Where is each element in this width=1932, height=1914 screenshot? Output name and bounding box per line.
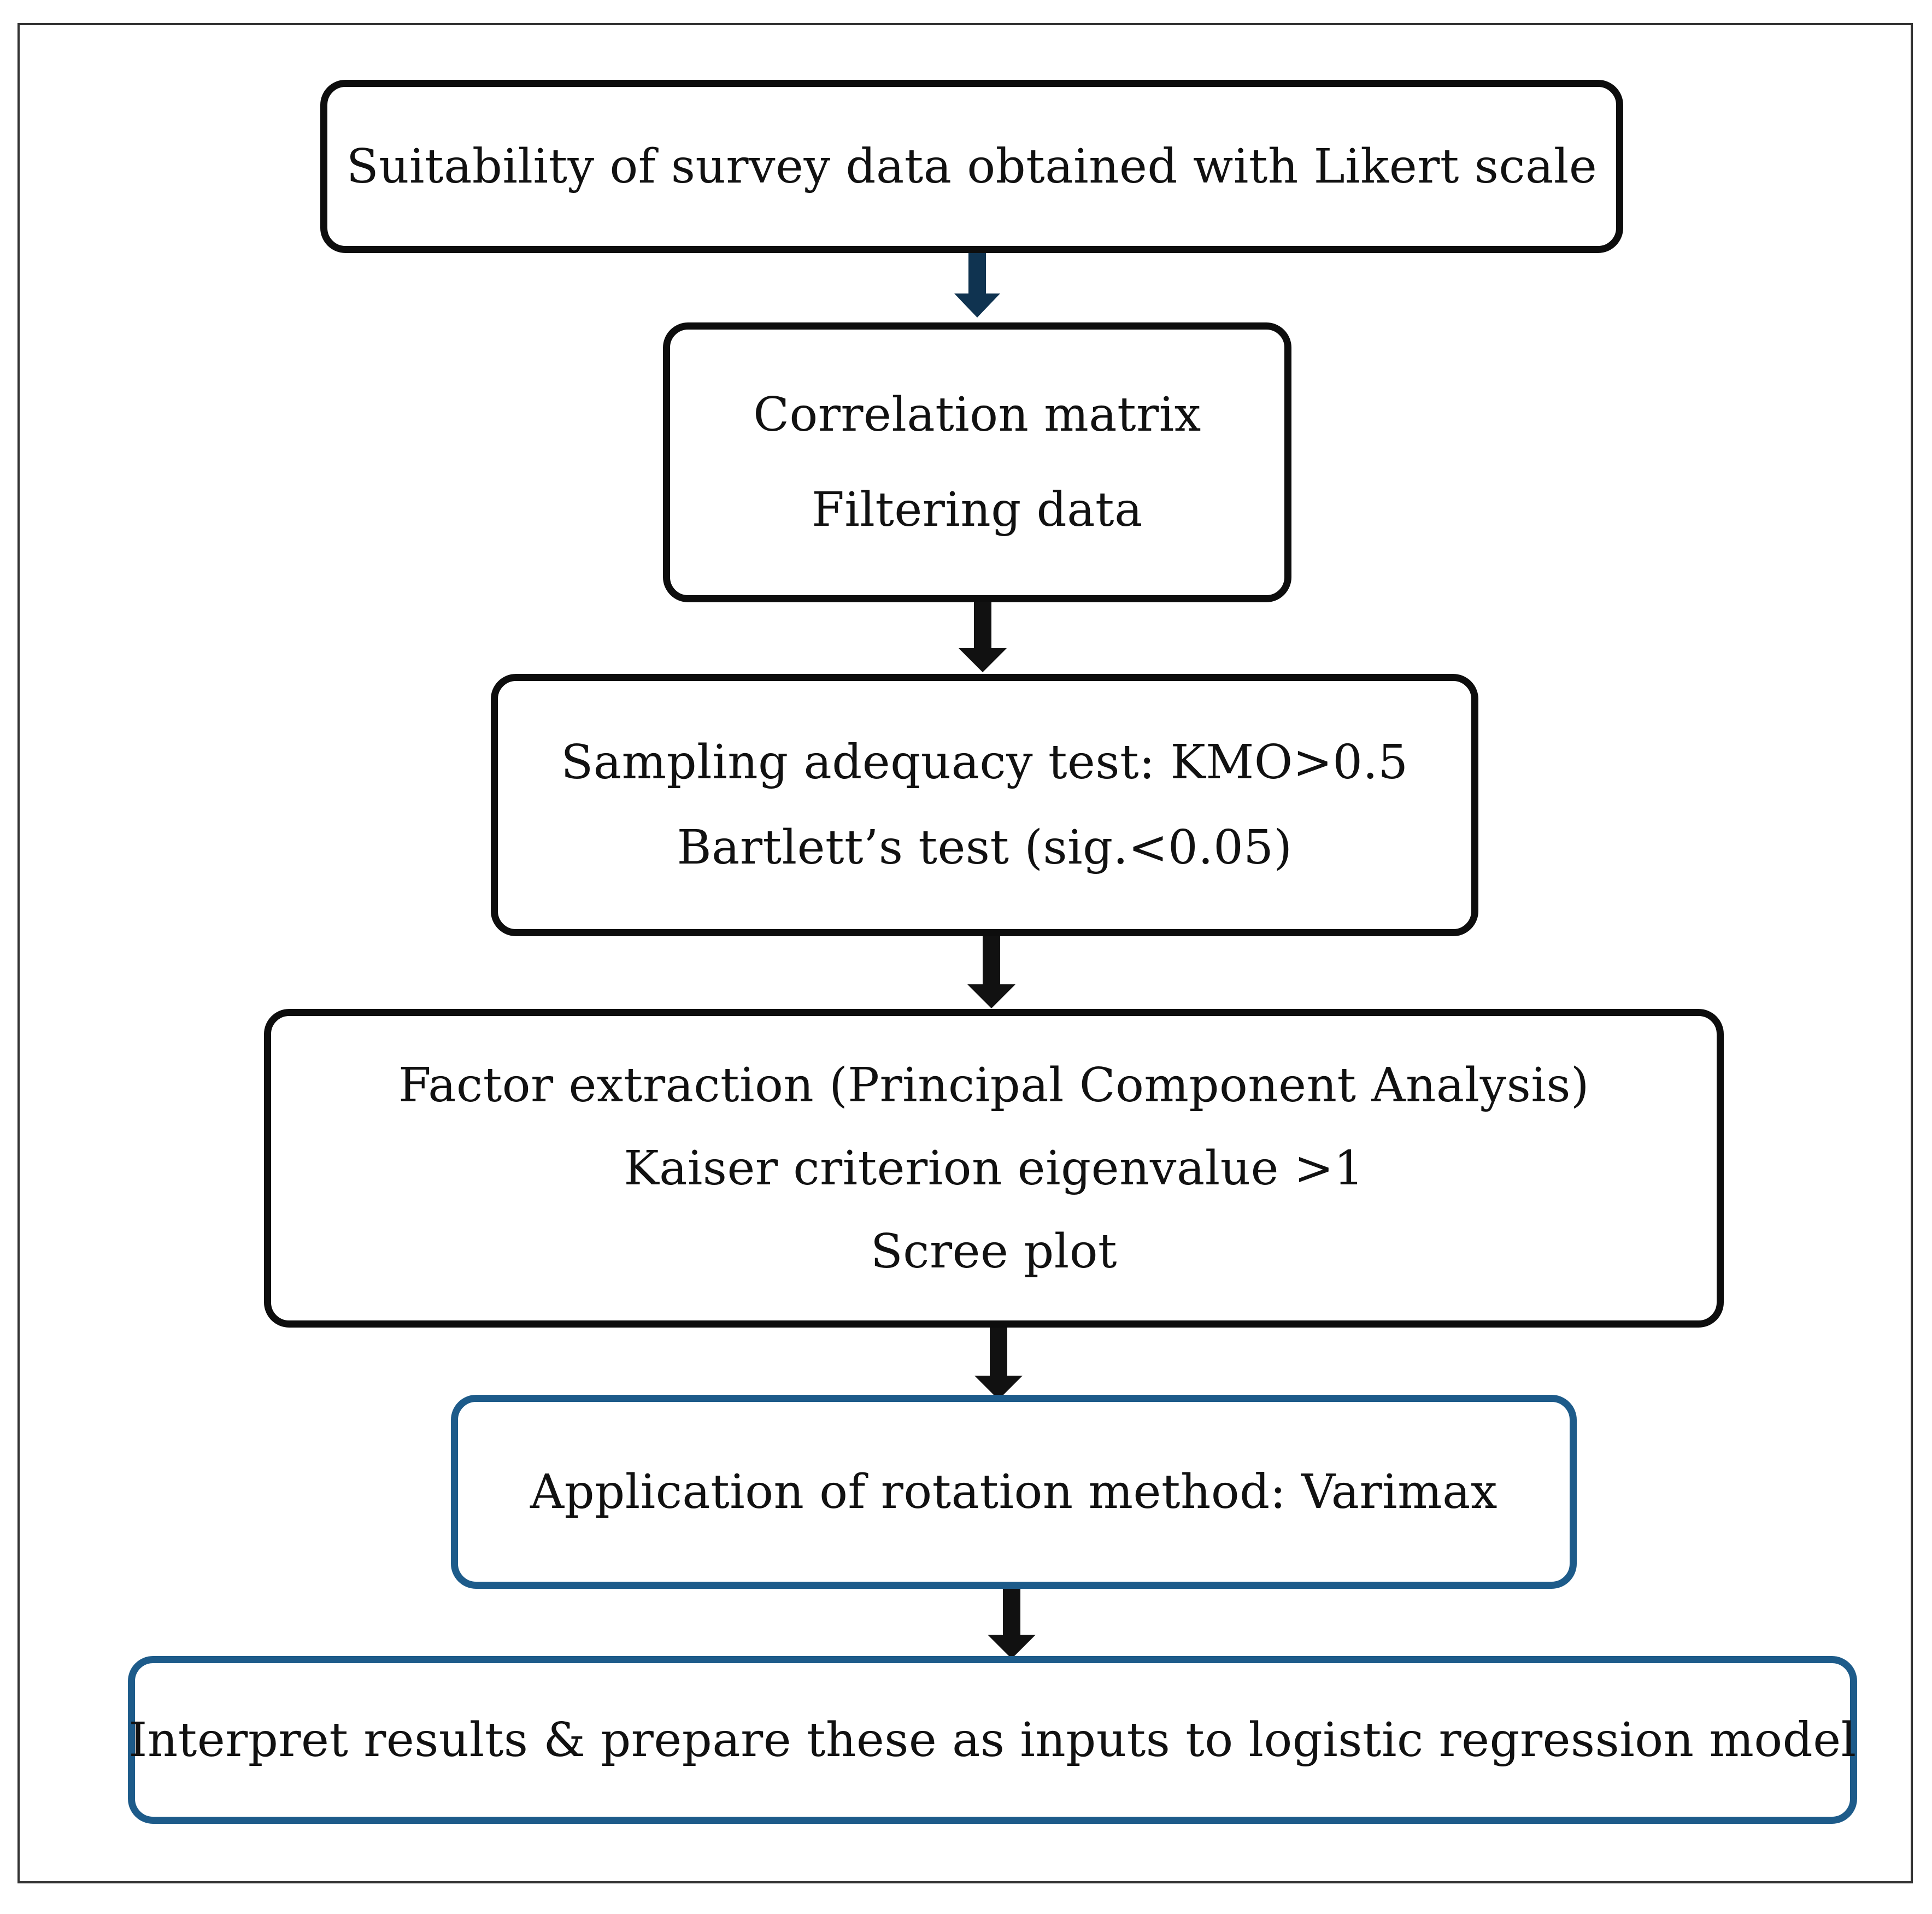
- arrow-3-to-4: [967, 936, 1015, 1008]
- figure-frame: [17, 23, 1913, 1883]
- step-varimax-rotation: Application of rotation method: Varimax: [451, 1395, 1577, 1589]
- step-1-line-1: Suitability of survey data obtained with…: [346, 139, 1598, 194]
- arrow-5-to-6: [988, 1589, 1036, 1659]
- arrow-2-to-3: [959, 602, 1007, 672]
- step-6-line-1: Interpret results & prepare these as inp…: [128, 1712, 1857, 1768]
- step-4-line-2: Kaiser criterion eigenvalue >1: [624, 1141, 1364, 1196]
- arrow-1-to-2: [954, 253, 1000, 318]
- step-3-line-1: Sampling adequacy test: KMO>0.5: [561, 735, 1408, 790]
- step-interpret-results: Interpret results & prepare these as inp…: [128, 1656, 1857, 1824]
- step-2-line-1: Correlation matrix: [753, 388, 1201, 442]
- step-5-line-1: Application of rotation method: Varimax: [530, 1464, 1498, 1519]
- step-correlation-matrix: Correlation matrix Filtering data: [663, 322, 1291, 602]
- step-4-line-1: Factor extraction (Principal Component A…: [398, 1058, 1590, 1113]
- step-4-line-3: Scree plot: [870, 1224, 1118, 1279]
- step-sampling-adequacy: Sampling adequacy test: KMO>0.5 Bartlett…: [491, 674, 1478, 936]
- step-3-line-2: Bartlett’s test (sig.<0.05): [677, 820, 1293, 875]
- arrow-4-to-5: [974, 1328, 1023, 1400]
- step-factor-extraction: Factor extraction (Principal Component A…: [264, 1009, 1724, 1328]
- step-2-line-2: Filtering data: [812, 483, 1143, 537]
- step-survey-suitability: Suitability of survey data obtained with…: [320, 80, 1623, 253]
